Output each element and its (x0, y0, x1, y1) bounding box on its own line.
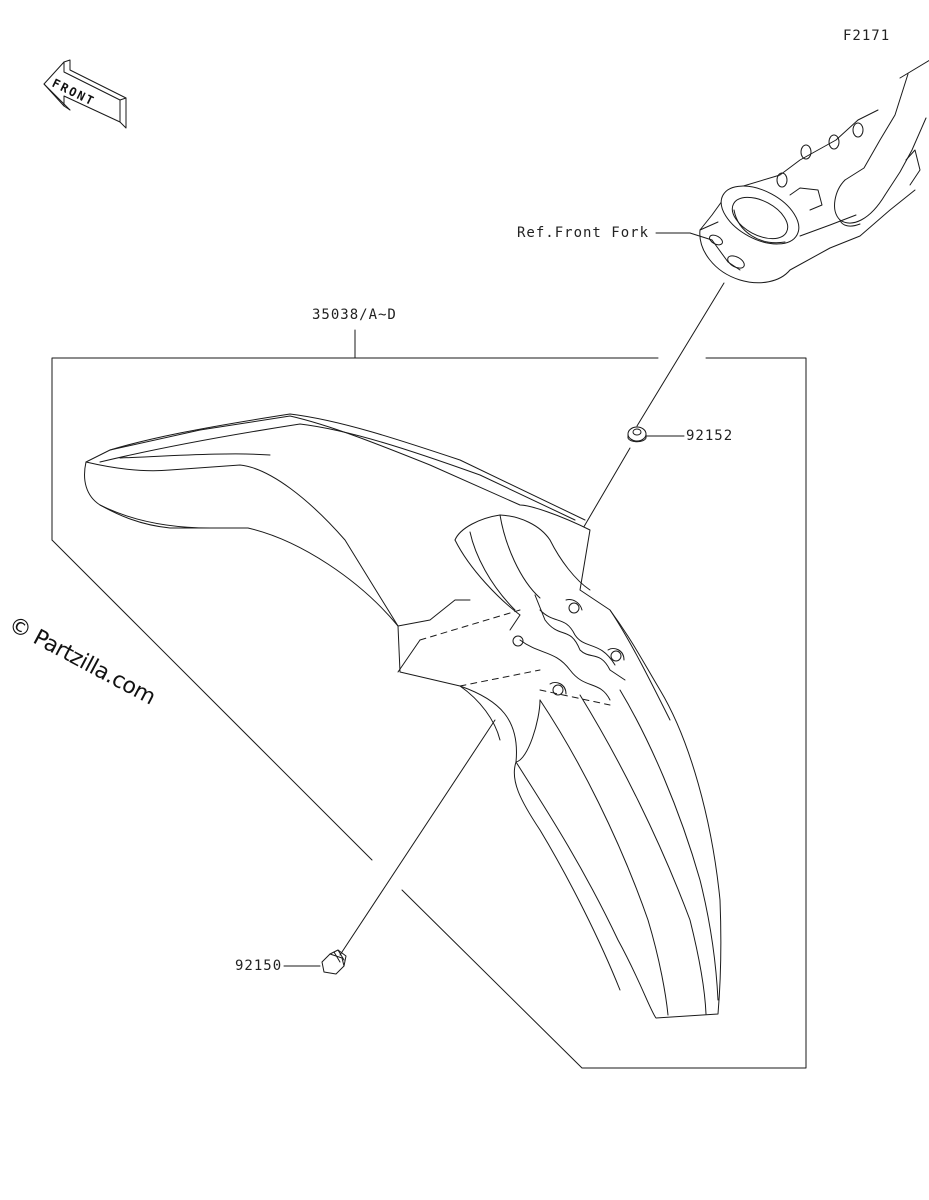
figure-code: F2171 (843, 28, 891, 44)
fender-part-label[interactable]: 35038/A~D (312, 307, 397, 323)
bolt-92150-part (322, 950, 346, 974)
assembly-frame (52, 330, 806, 1068)
front-arrow-icon (44, 60, 126, 128)
washer-part-label[interactable]: 92152 (686, 428, 734, 444)
washer-92152-part (628, 427, 646, 442)
front-fork-clamp (700, 60, 929, 283)
fork-ref-label[interactable]: Ref.Front Fork (517, 225, 650, 241)
bolt-part-label[interactable]: 92150 (235, 958, 283, 974)
front-fender-part (85, 414, 721, 1018)
